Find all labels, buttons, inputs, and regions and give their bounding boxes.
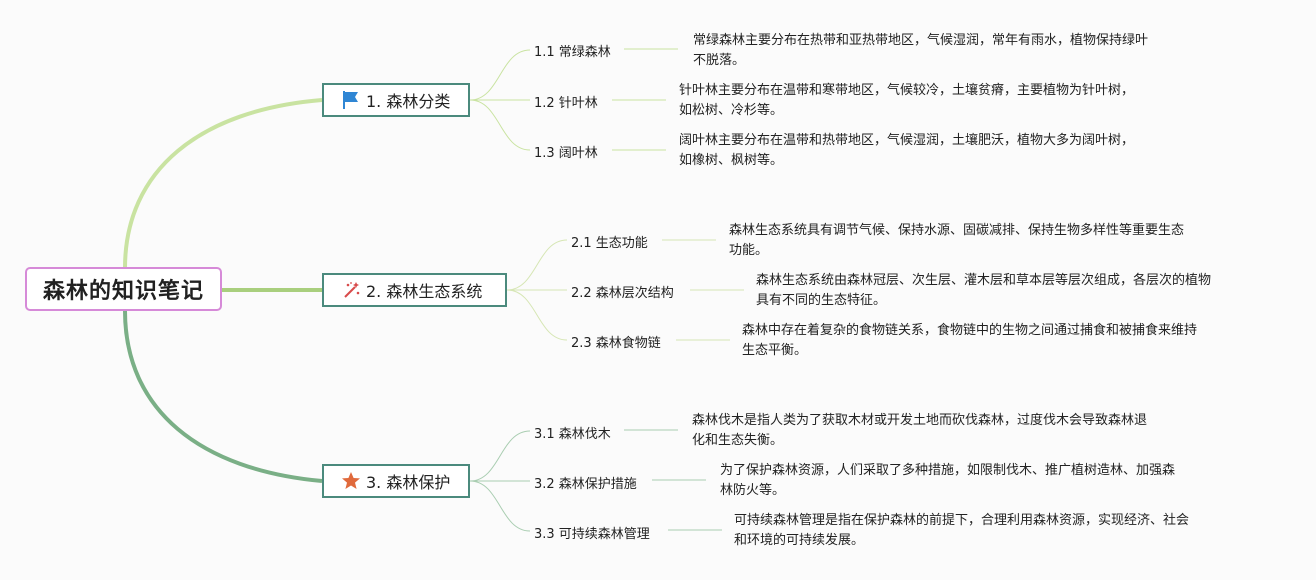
root-title: 森林的知识笔记 [42, 279, 204, 304]
subtopic-coniferous-forest[interactable]: 1.2 针叶林 [534, 96, 598, 111]
topic-forest-ecosystem[interactable]: 2. 森林生态系统 [322, 273, 507, 307]
subtopic-protection-measures[interactable]: 3.2 森林保护措施 [534, 477, 637, 492]
subtopic-evergreen-forest[interactable]: 1.1 常绿森林 [534, 45, 611, 60]
desc-line: 如松树、冷杉等。 [679, 103, 784, 118]
desc-line: 不脱落。 [693, 53, 746, 68]
sub-curve-1-3 [469, 99, 531, 151]
sub-curve-2-1 [506, 239, 568, 291]
desc-line: 功能。 [729, 243, 769, 258]
topic-forest-protection[interactable]: 3. 森林保护 [322, 464, 470, 498]
desc-line: 森林中存在着复杂的食物链关系，食物链中的生物之间通过捕食和被捕食来维持 [742, 323, 1198, 338]
subtopic-logging[interactable]: 3.1 森林伐木 [534, 427, 611, 442]
desc-line: 森林生态系统具有调节气候、保持水源、固碳减排、保持生物多样性等重要生态 [729, 223, 1185, 238]
topic-label: 2. 森林生态系统 [366, 282, 483, 301]
desc-line: 常绿森林主要分布在热带和亚热带地区，气候湿润，常年有雨水，植物保持绿叶 [693, 33, 1149, 48]
desc-evergreen-forest: 常绿森林主要分布在热带和亚热带地区，气候湿润，常年有雨水，植物保持绿叶 不脱落。 [693, 31, 1148, 71]
desc-protection-measures: 为了保护森林资源，人们采取了多种措施，如限制伐木、推广植树造林、加强森 林防火等… [720, 461, 1175, 501]
desc-logging: 森林伐木是指人类为了获取木材或开发土地而砍伐森林，过度伐木会导致森林退 化和生态… [692, 411, 1147, 451]
branch-line-3 [123, 310, 323, 483]
subtopic-ecological-function[interactable]: 2.1 生态功能 [571, 236, 648, 251]
desc-line: 化和生态失衡。 [692, 433, 784, 448]
sub-curve-1-1 [469, 49, 531, 101]
branch-line-1 [123, 98, 323, 269]
desc-line: 为了保护森林资源，人们采取了多种措施，如限制伐木、推广植树造林、加强森 [720, 463, 1176, 478]
desc-line: 可持续森林管理是指在保护森林的前提下，合理利用森林资源，实现经济、社会 [734, 513, 1190, 528]
sparkle-wand-icon [340, 279, 362, 301]
desc-line: 针叶林主要分布在温带和寒带地区，气候较冷，土壤贫瘠，主要植物为针叶树， [679, 83, 1135, 98]
desc-sustainable-management: 可持续森林管理是指在保护森林的前提下，合理利用森林资源，实现经济、社会 和环境的… [734, 511, 1189, 551]
sub-curve-3-3 [469, 480, 531, 532]
desc-line: 生态平衡。 [742, 343, 808, 358]
desc-line: 和环境的可持续发展。 [734, 533, 865, 548]
orange-star-icon [340, 470, 362, 492]
desc-broadleaf-forest: 阔叶林主要分布在温带和热带地区，气候湿润，土壤肥沃，植物大多为阔叶树， 如橡树、… [679, 131, 1134, 171]
desc-line: 林防火等。 [720, 483, 786, 498]
desc-line: 阔叶林主要分布在温带和热带地区，气候湿润，土壤肥沃，植物大多为阔叶树， [679, 133, 1135, 148]
desc-line: 森林伐木是指人类为了获取木材或开发土地而砍伐森林，过度伐木会导致森林退 [692, 413, 1148, 428]
desc-forest-food-chain: 森林中存在着复杂的食物链关系，食物链中的生物之间通过捕食和被捕食来维持 生态平衡… [742, 321, 1197, 361]
blue-flag-icon [340, 89, 362, 111]
topic-forest-classification[interactable]: 1. 森林分类 [322, 83, 470, 117]
desc-line: 森林生态系统由森林冠层、次生层、灌木层和草本层等层次组成，各层次的植物 [756, 273, 1212, 288]
sub-curve-3-1 [469, 430, 531, 482]
desc-ecological-function: 森林生态系统具有调节气候、保持水源、固碳减排、保持生物多样性等重要生态 功能。 [729, 221, 1184, 261]
subtopic-forest-food-chain[interactable]: 2.3 森林食物链 [571, 336, 661, 351]
sub-curve-2-3 [506, 289, 568, 341]
desc-line: 如橡树、枫树等。 [679, 153, 784, 168]
subtopic-forest-layer-structure[interactable]: 2.2 森林层次结构 [571, 286, 674, 301]
desc-forest-layer-structure: 森林生态系统由森林冠层、次生层、灌木层和草本层等层次组成，各层次的植物 具有不同… [756, 271, 1211, 311]
topic-label: 3. 森林保护 [366, 473, 451, 492]
desc-coniferous-forest: 针叶林主要分布在温带和寒带地区，气候较冷，土壤贫瘠，主要植物为针叶树， 如松树、… [679, 81, 1134, 121]
topic-label: 1. 森林分类 [366, 92, 451, 111]
subtopic-broadleaf-forest[interactable]: 1.3 阔叶林 [534, 146, 598, 161]
subtopic-sustainable-management[interactable]: 3.3 可持续森林管理 [534, 527, 650, 542]
root-topic[interactable]: 森林的知识笔记 [25, 267, 222, 311]
desc-line: 具有不同的生态特征。 [756, 293, 887, 308]
